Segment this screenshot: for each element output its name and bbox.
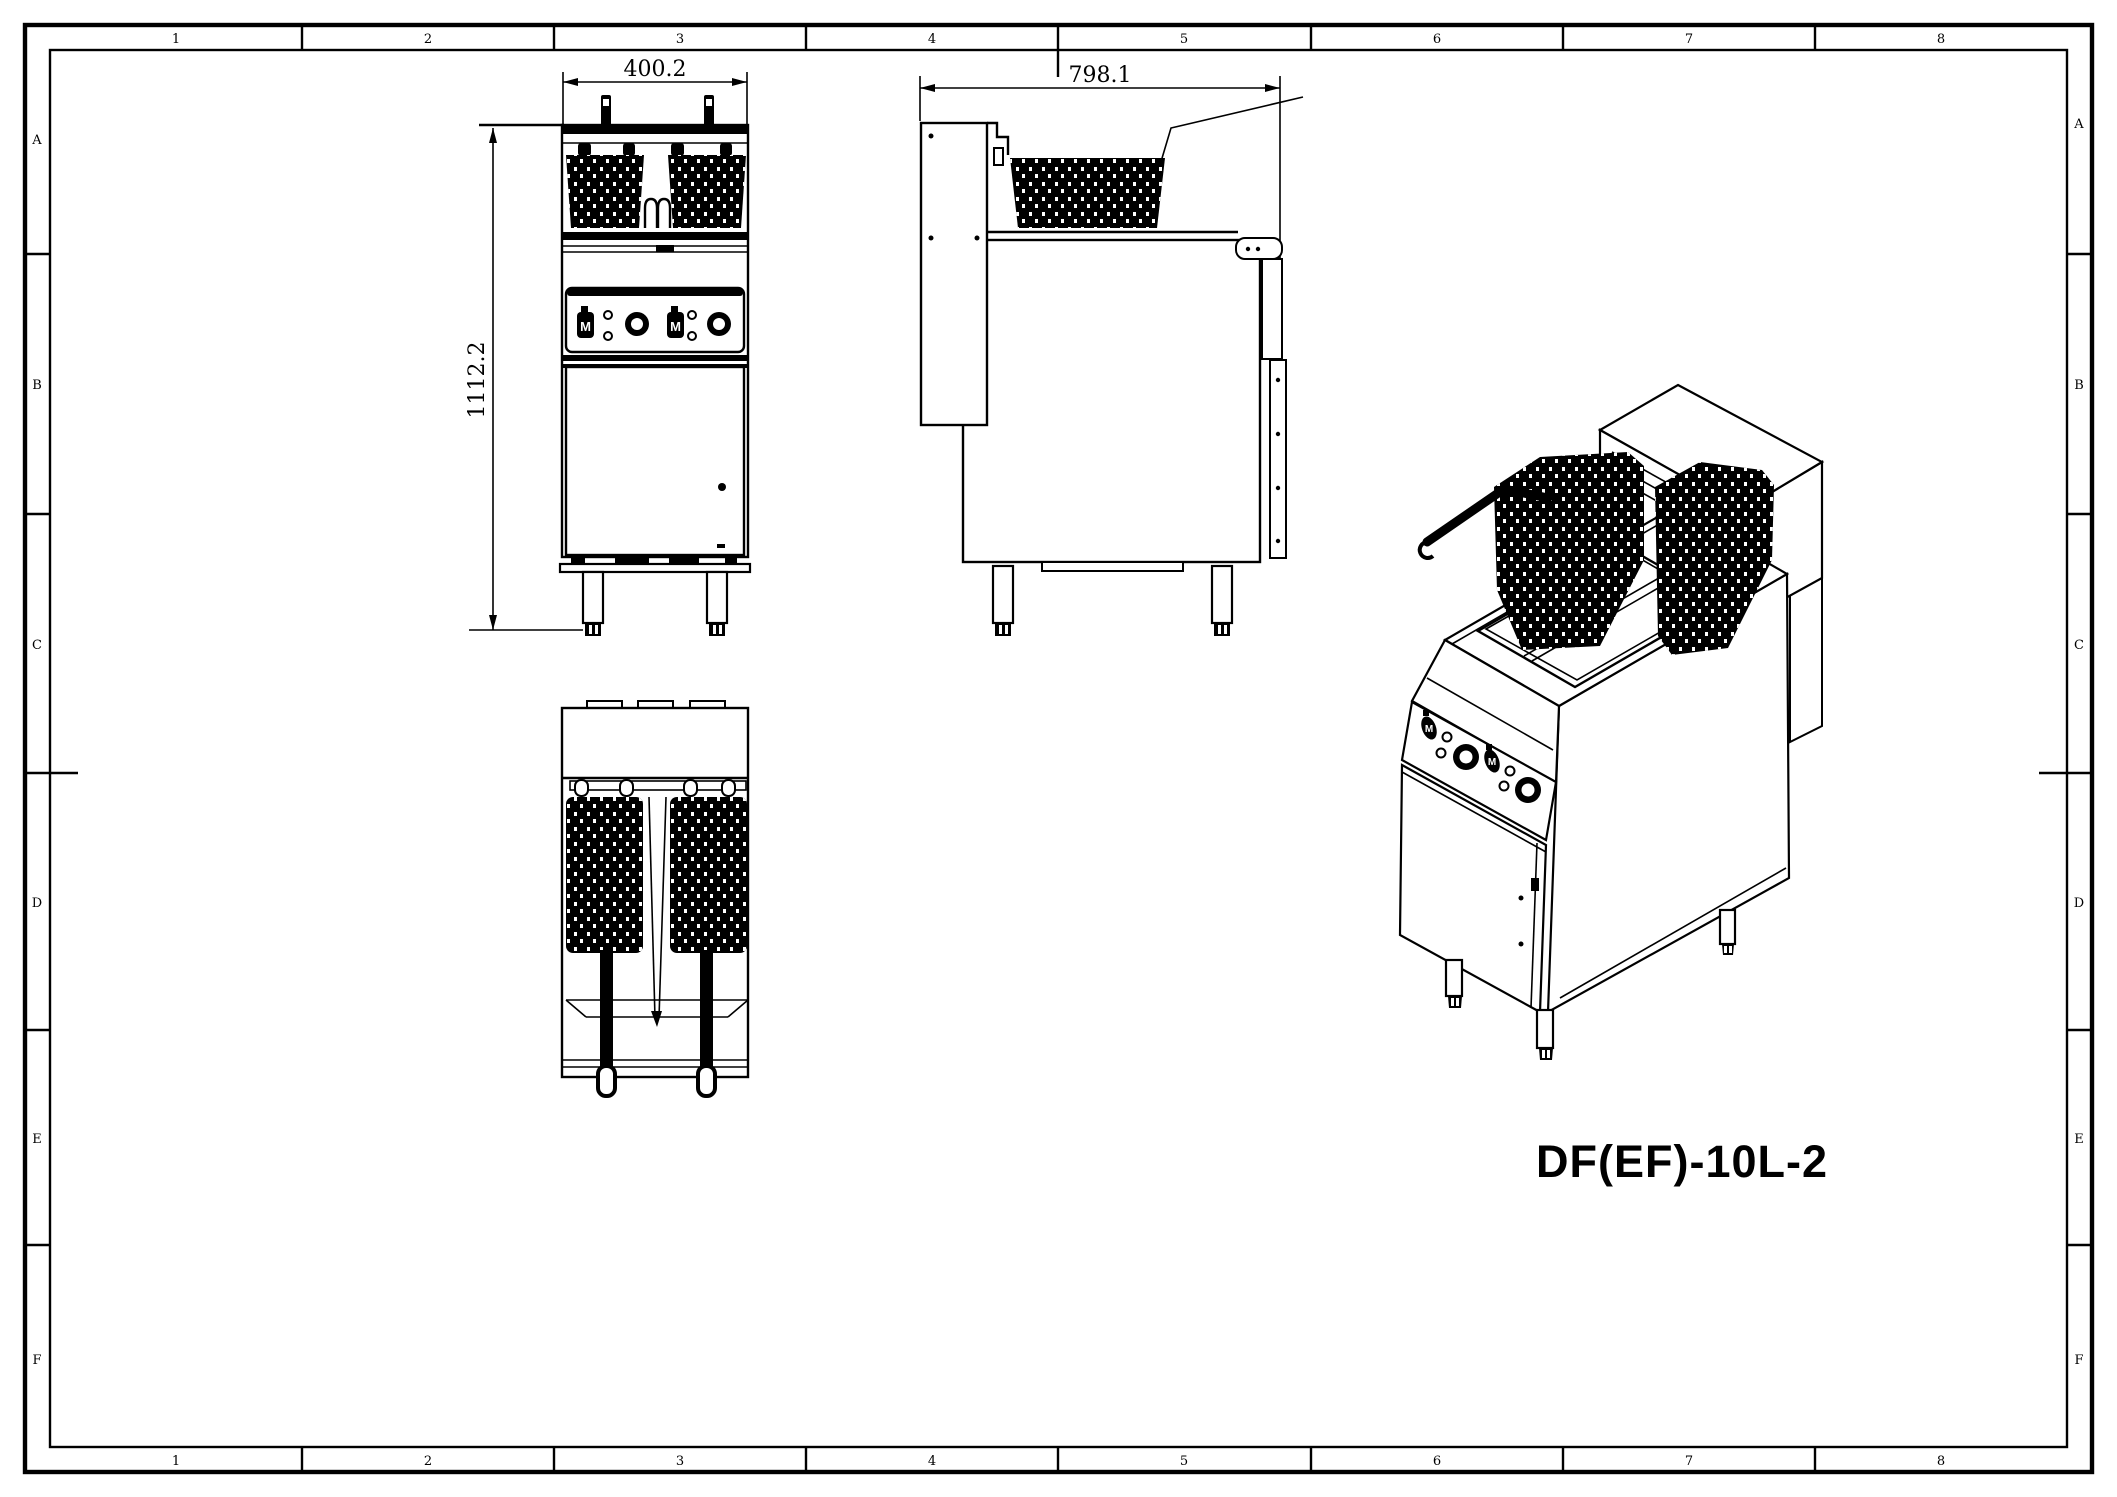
- zone-number: 4: [928, 1454, 936, 1469]
- zone-number: 6: [1433, 1454, 1441, 1469]
- row-letter: E: [32, 1132, 42, 1147]
- power-switch: [667, 312, 684, 338]
- leg: [1210, 564, 1234, 625]
- zone-number: 1: [172, 1454, 180, 1469]
- indicator-light-iso: [1435, 747, 1447, 759]
- leg-iso: [1718, 908, 1737, 946]
- dimension-text: 1112.2: [465, 342, 490, 419]
- zone-number: 6: [1433, 32, 1441, 47]
- zone-number: 2: [424, 1454, 432, 1469]
- row-letter: B: [32, 378, 42, 393]
- switch-label: M: [580, 319, 591, 334]
- zone-number: 7: [1685, 1454, 1693, 1469]
- control-panel-front: M M: [564, 286, 746, 354]
- basket-handle-plan: [700, 950, 713, 1072]
- sheet-frame: [22, 22, 2095, 1475]
- dimension-text: 798.1: [1069, 63, 1132, 88]
- side-depth-dimension: 798.1: [919, 63, 1281, 258]
- side-view: 798.1: [919, 63, 1304, 636]
- row-letter: E: [2074, 1132, 2084, 1147]
- model-number-label: DF(EF)-10L-2: [1536, 1136, 1828, 1187]
- row-letter: D: [2074, 896, 2084, 911]
- adjustable-foot: [709, 623, 725, 636]
- indicator-light: [687, 310, 697, 320]
- row-letter: A: [2073, 117, 2084, 132]
- adjustable-foot: [585, 623, 601, 636]
- indicator-light: [603, 310, 613, 320]
- zone-number: 8: [1937, 1454, 1945, 1469]
- row-letter: F: [2074, 1353, 2083, 1368]
- rear-flue-lower: [1269, 359, 1287, 559]
- power-switch: [577, 312, 594, 338]
- power-switch-iso: [1421, 716, 1437, 740]
- indicator-light-iso: [1498, 780, 1510, 792]
- fryer-body-side: [961, 238, 1262, 564]
- indicator-light-iso: [1441, 731, 1453, 743]
- row-letter: C: [32, 638, 42, 653]
- row-letter: D: [32, 896, 42, 911]
- zone-labels-bottom: 1 2 3 4 5 6 7 8: [172, 1454, 1945, 1469]
- adjustable-foot: [1214, 623, 1230, 636]
- zone-number: 8: [1937, 32, 1945, 47]
- leg: [991, 564, 1015, 625]
- front-view: 400.2 1112.2: [465, 57, 752, 636]
- row-labels-left: A B C D E F: [31, 133, 42, 1368]
- switch-label: M: [670, 319, 681, 334]
- indicator-light: [603, 331, 613, 341]
- indicator-light: [687, 331, 697, 341]
- control-panel-iso: [1400, 700, 1558, 842]
- plan-view: [560, 700, 750, 1098]
- zone-labels-top: 1 2 3 4 5 6 7 8: [172, 32, 1945, 47]
- zone-number: 2: [424, 32, 432, 47]
- power-switch-iso: [1484, 749, 1500, 773]
- leg: [705, 570, 729, 625]
- row-letter: F: [32, 1353, 41, 1368]
- door-knob: [718, 483, 726, 491]
- zone-number: 4: [928, 32, 936, 47]
- rear-flue-iso: [1789, 576, 1823, 744]
- basket-handle-iso: [1422, 484, 1553, 547]
- zone-number: 3: [676, 1454, 684, 1469]
- zone-number: 3: [676, 32, 684, 47]
- zone-number: 5: [1180, 1454, 1188, 1469]
- basket-handle-side: [1159, 96, 1304, 166]
- zone-number: 1: [172, 32, 180, 47]
- leg-iso: [1535, 1008, 1555, 1050]
- door-latch-iso: [1531, 878, 1539, 891]
- leg: [581, 570, 605, 625]
- leg-iso: [1444, 958, 1464, 998]
- rear-flue-upper: [1261, 258, 1283, 360]
- basket-handle-plan: [600, 950, 613, 1072]
- switch-label: M: [1488, 757, 1496, 768]
- zone-number: 5: [1180, 32, 1188, 47]
- back-panel: [919, 121, 989, 427]
- isometric-view: M M: [1398, 383, 1825, 1060]
- row-letter: B: [2074, 378, 2084, 393]
- row-letter: A: [31, 133, 42, 148]
- row-labels-right: A B C D E F: [2073, 117, 2084, 1368]
- front-height-dimension: 1112.2: [465, 123, 583, 631]
- indicator-light-iso: [1504, 765, 1516, 777]
- zone-number: 7: [1685, 32, 1693, 47]
- cabinet-door: [564, 365, 746, 557]
- row-letter: C: [2074, 638, 2084, 653]
- front-width-dimension: 400.2: [562, 57, 748, 127]
- dimension-text: 400.2: [624, 57, 687, 82]
- switch-label: M: [1425, 724, 1433, 735]
- adjustable-foot: [995, 623, 1011, 636]
